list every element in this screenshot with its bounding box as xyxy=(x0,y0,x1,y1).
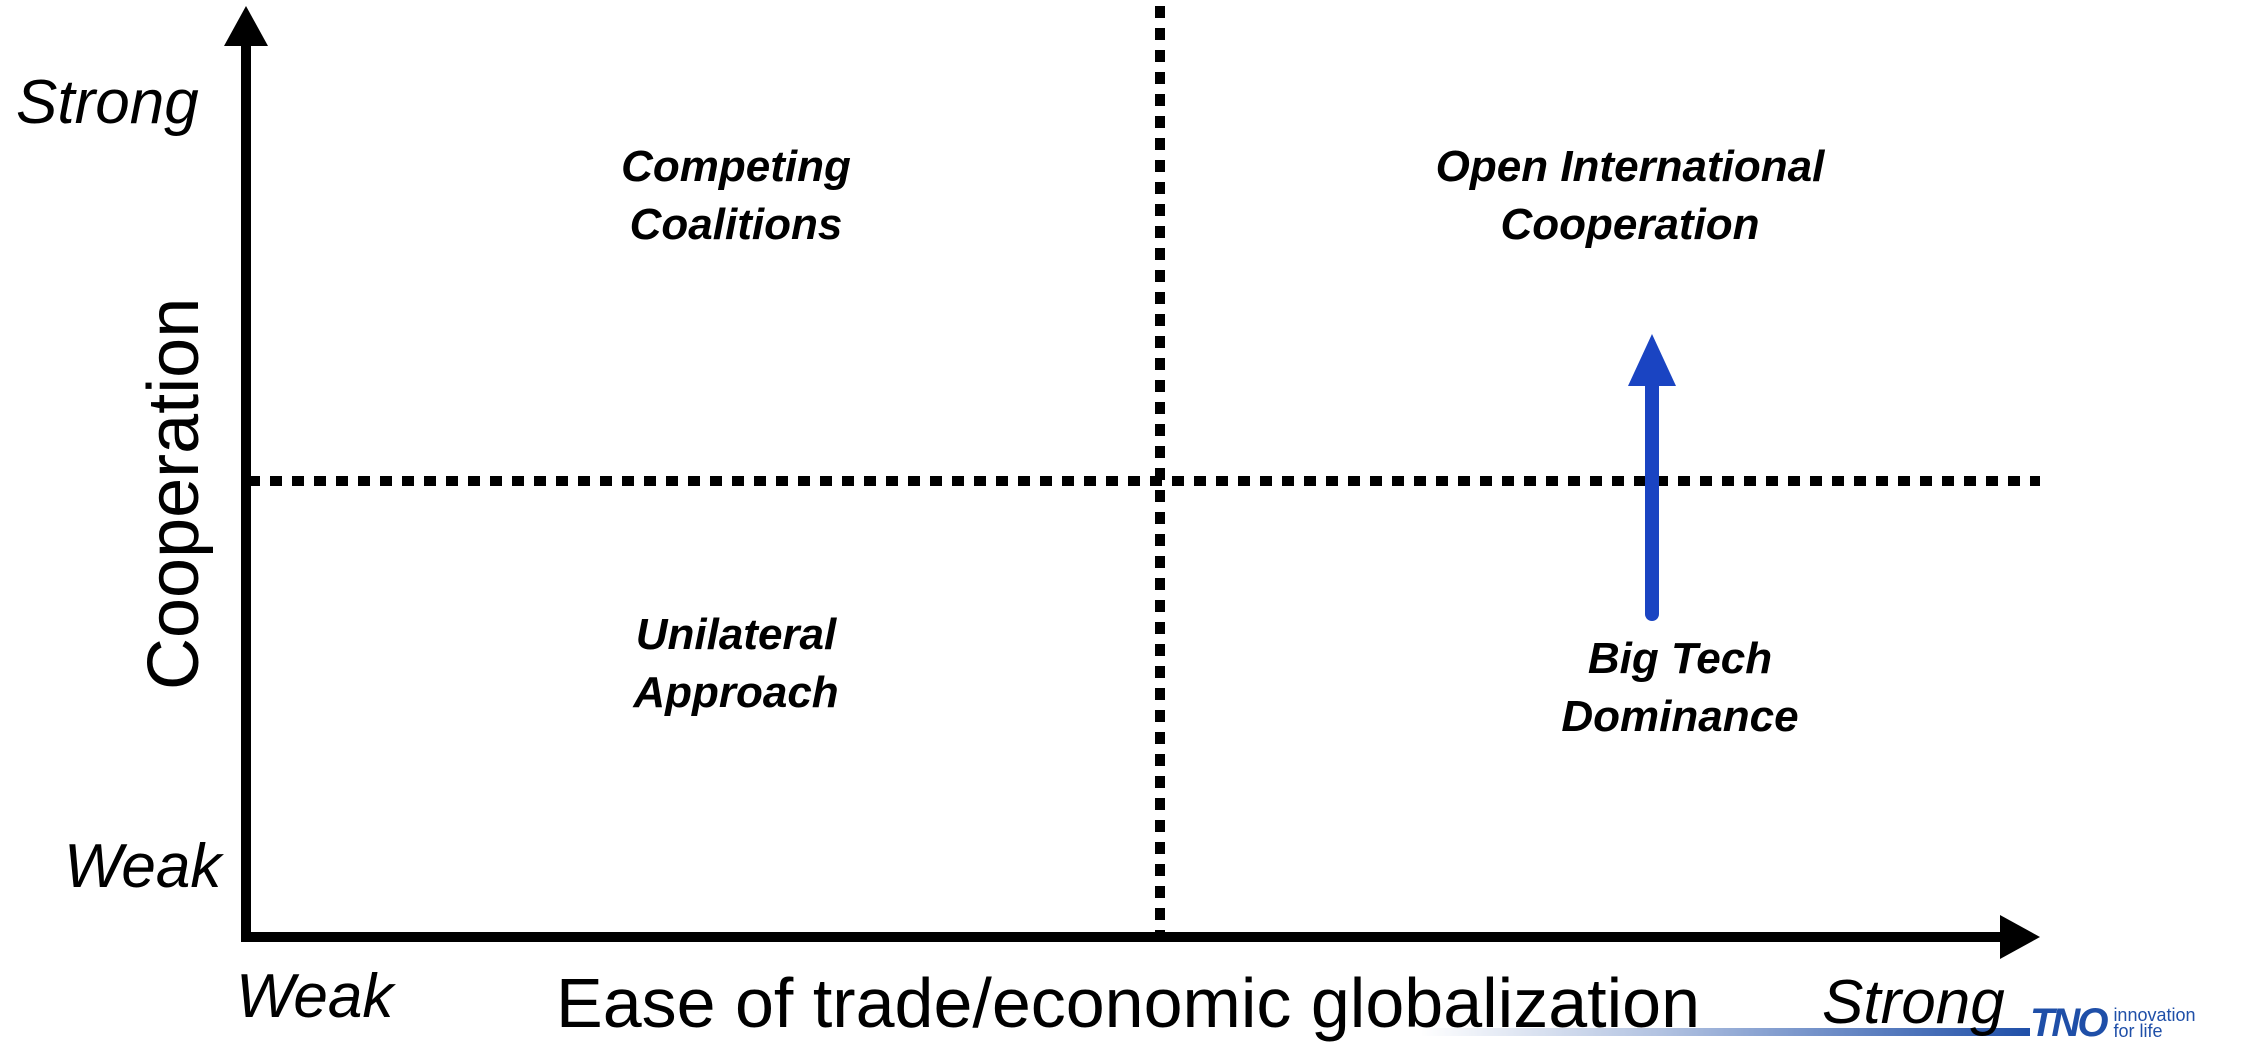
x-axis-arrowhead xyxy=(2000,915,2040,959)
quadrant-line: Approach xyxy=(633,668,839,717)
x-axis-low-label: Weak xyxy=(236,962,394,1031)
y-axis-high-label: Strong xyxy=(16,68,199,137)
quadrant-label-competing-coalitions: Competing Coalitions xyxy=(556,138,916,254)
quadrant-line: Dominance xyxy=(1561,692,1799,741)
quadrant-line: Cooperation xyxy=(1500,200,1760,249)
quadrant-line: Unilateral xyxy=(635,610,837,659)
quadrant-label-unilateral-approach: Unilateral Approach xyxy=(556,606,916,722)
logo-tagline-line: innovation xyxy=(2113,1005,2196,1025)
quadrant-label-big-tech-dominance: Big Tech Dominance xyxy=(1520,630,1840,746)
quadrant-line: Big Tech xyxy=(1587,634,1773,683)
y-axis-low-label: Weak xyxy=(64,832,222,901)
y-axis-arrowhead xyxy=(224,6,268,46)
quadrant-line: Coalitions xyxy=(629,200,843,249)
quadrant-line: Competing xyxy=(621,142,851,191)
logo-band xyxy=(1420,1028,2030,1036)
x-axis-title: Ease of trade/economic globalization xyxy=(556,964,1701,1042)
logo-tagline-line: for life xyxy=(2113,1021,2163,1041)
quadrant-line: Open International xyxy=(1435,142,1825,191)
shift-arrow-head xyxy=(1628,334,1676,386)
quadrant-label-open-international-cooperation: Open International Cooperation xyxy=(1390,138,1870,254)
x-axis-high-label: Strong xyxy=(1822,968,2005,1037)
logo-mark: TNO xyxy=(2030,1001,2108,1045)
y-axis-title: Cooperation xyxy=(134,297,214,690)
logo-tagline: innovation for life xyxy=(2113,1005,2196,1041)
tno-logo: TNO innovation for life xyxy=(2030,1003,2196,1043)
